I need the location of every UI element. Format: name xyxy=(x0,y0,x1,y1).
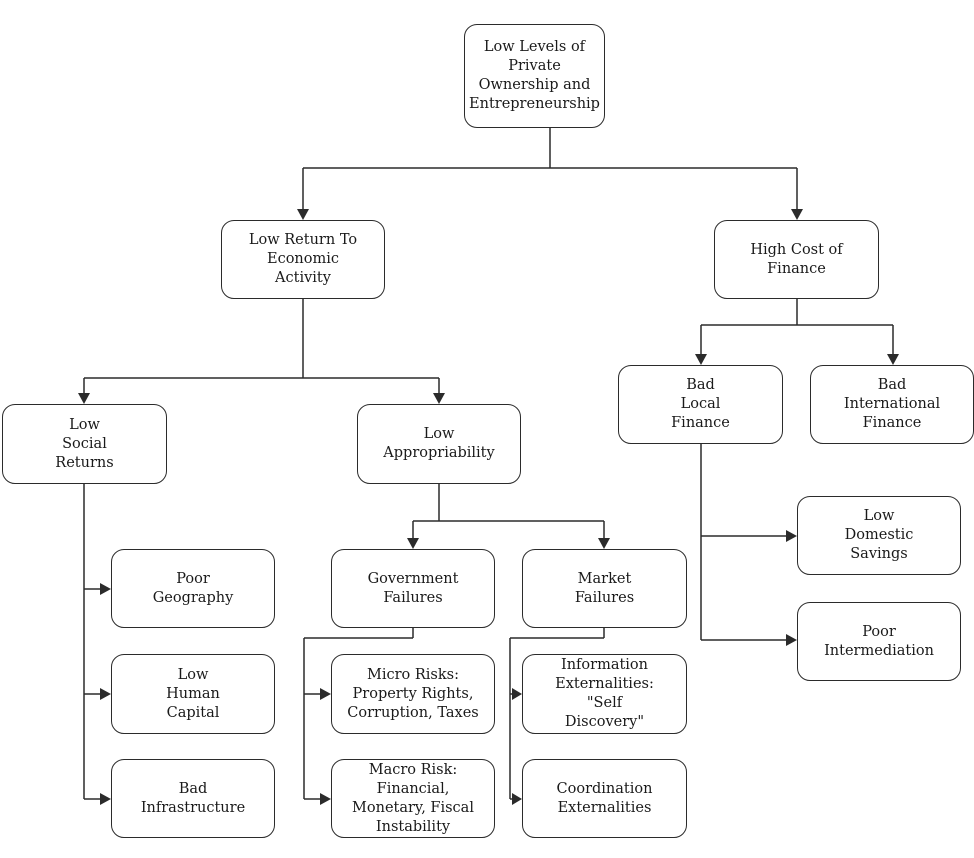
node-market-failures: Market Failures xyxy=(522,549,687,628)
arrow-head-icon xyxy=(433,393,445,404)
node-label: Government Failures xyxy=(367,570,459,606)
node-label: Market Failures xyxy=(574,570,635,606)
node-bad-infrastructure: Bad Infrastructure xyxy=(111,759,275,838)
node-label: Poor Geography xyxy=(152,570,234,606)
arrow-head-icon xyxy=(786,530,797,542)
node-label: Bad Local Finance xyxy=(671,377,730,431)
node-label: Macro Risk: Financial, Monetary, Fiscal … xyxy=(352,761,474,835)
node-low-return-economic-activity: Low Return To Economic Activity xyxy=(221,220,385,299)
node-label: Low Domestic Savings xyxy=(844,508,914,562)
node-poor-geography: Poor Geography xyxy=(111,549,275,628)
node-label: Low Appropriability xyxy=(383,426,495,461)
arrow-head-icon xyxy=(320,793,331,805)
node-low-domestic-savings: Low Domestic Savings xyxy=(797,496,961,575)
arrow-head-icon xyxy=(512,793,522,805)
node-government-failures: Government Failures xyxy=(331,549,495,628)
node-macro-risk: Macro Risk: Financial, Monetary, Fiscal … xyxy=(331,759,495,838)
arrow-head-icon xyxy=(791,209,803,220)
arrow-head-icon xyxy=(100,688,111,700)
node-bad-local-finance: Bad Local Finance xyxy=(618,365,783,444)
node-label: Coordination Externalities xyxy=(556,780,653,816)
arrow-head-icon xyxy=(512,688,522,700)
node-low-private-ownership: Low Levels of Private Ownership and Entr… xyxy=(464,24,605,128)
node-label: Low Social Returns xyxy=(55,416,114,471)
node-label: Micro Risks: Property Rights, Corruption… xyxy=(347,666,479,721)
arrow-head-icon xyxy=(100,583,111,595)
node-label: Bad Infrastructure xyxy=(140,780,246,816)
node-label: Poor Intermediation xyxy=(824,623,934,659)
arrow-head-icon xyxy=(297,209,309,220)
arrow-head-icon xyxy=(887,354,899,365)
arrow-head-icon xyxy=(786,634,797,646)
node-label: Low Levels of Private Ownership and Entr… xyxy=(469,39,600,112)
node-coordination-externalities: Coordination Externalities xyxy=(522,759,687,838)
node-high-cost-of-finance: High Cost of Finance xyxy=(714,220,879,299)
node-label: Bad International Finance xyxy=(843,377,941,431)
arrow-head-icon xyxy=(78,393,90,404)
node-label: Low Human Capital xyxy=(166,666,220,721)
node-label: Information Externalities: "Self Discove… xyxy=(555,657,654,730)
node-low-human-capital: Low Human Capital xyxy=(111,654,275,734)
node-bad-international-finance: Bad International Finance xyxy=(810,365,974,444)
node-poor-intermediation: Poor Intermediation xyxy=(797,602,961,681)
node-low-appropriability: Low Appropriability xyxy=(357,404,521,484)
arrow-head-icon xyxy=(407,538,419,549)
node-micro-risks: Micro Risks: Property Rights, Corruption… xyxy=(331,654,495,734)
node-information-externalities: Information Externalities: "Self Discove… xyxy=(522,654,687,734)
arrow-head-icon xyxy=(598,538,610,549)
node-label: Low Return To Economic Activity xyxy=(248,232,358,286)
arrow-head-icon xyxy=(695,354,707,365)
arrow-head-icon xyxy=(100,793,111,805)
arrow-head-icon xyxy=(320,688,331,700)
node-label: High Cost of Finance xyxy=(750,241,843,277)
node-low-social-returns: Low Social Returns xyxy=(2,404,167,484)
